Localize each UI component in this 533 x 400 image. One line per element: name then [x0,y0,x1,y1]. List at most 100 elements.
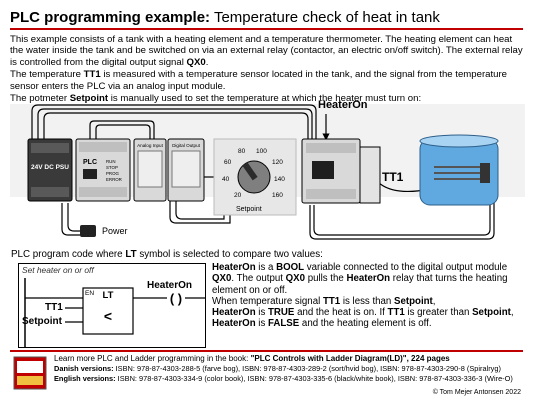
danish-label: Danish versions: [54,364,114,373]
desc-bool: BOOL [276,262,305,273]
intro-text: This example consists of a tank with a h… [10,34,524,105]
intro-p3-text: The potmeter [10,93,70,105]
desc-setpoint-b: Setpoint [472,307,511,319]
block-en-label: EN [85,290,94,297]
plc-status-prog: PROG [106,171,120,176]
dial-tick-140: 140 [274,176,285,183]
digital-output-module: Digital Output [167,138,205,202]
desc-setpoint: Setpoint [394,295,433,307]
intro-p2-end: is measured with a temperature sensor lo… [10,69,508,92]
digital-output-label: Digital Output [172,143,201,148]
desc-t5: relay that turns the heating element on … [212,273,508,296]
intro-p2-tt1: TT1 [83,69,101,81]
block-symbol: < [104,308,112,324]
plc-status-run: RUN [106,159,116,164]
footer-lead-text: Learn more PLC and Ladder programming in… [54,354,251,363]
ladder-network: Set heater on or off EN LT < ( ) TT1 Set… [18,263,206,348]
footer-book-title: "PLC Controls with Ladder Diagram(LD)", … [250,354,450,363]
desc-t13: is [255,318,268,330]
wiring-diagram: 24V DC PSU PLC RUN STOP PROG ERROR Analo… [10,99,525,240]
title-bold: PLC programming example: [10,9,211,26]
plc-module: PLC RUN STOP PROG ERROR [75,138,131,202]
plc-status-stop: STOP [106,165,118,170]
title-normal: Temperature check of heat in tank [210,9,440,26]
power-label: Power [102,226,128,236]
plc-status-error: ERROR [106,177,122,182]
desc-paragraph-1: HeaterOn is a BOOL variable connected to… [212,262,525,296]
intro-p3-end: is manually used to set the temperature … [108,93,422,105]
desc-t14: and the heating element is off. [299,318,432,330]
dial-tick-120: 120 [272,159,283,166]
desc-qx0-a: QX0 [212,273,232,285]
dial-tick-40: 40 [222,176,230,183]
power-plug: Power [80,225,128,237]
output-heateron: HeaterOn [147,280,193,291]
desc-t11: is greater than [404,307,473,319]
desc-t1: is a [255,262,277,273]
desc-t12: , [510,307,514,319]
desc-heateron: HeaterOn [212,262,256,273]
dial-tick-160: 160 [272,192,283,199]
intro-p1-qx0: QX0 [186,56,206,68]
dial-tick-60: 60 [224,159,232,166]
intro-p1-end: . [205,56,209,68]
desc-t9: is [255,307,268,319]
block-name: LT [103,290,114,301]
desc-t4: pulls the [305,273,347,285]
analog-input-module: Analog Input [133,138,167,202]
intro-paragraph-2: The temperature TT1 is measured with a t… [10,69,524,92]
desc-true: TRUE [268,307,295,319]
program-caption: PLC program code where LT symbol is sele… [11,249,323,260]
desc-t3: . The output [231,273,286,285]
heater-tank: TT1 [382,134,499,206]
program-description: HeaterOn is a BOOL variable connected to… [212,262,525,330]
desc-t7: is less than [340,295,395,307]
wires [31,104,495,240]
heateron-label: HeaterOn [318,99,368,111]
desc-paragraph-2: When temperature signal TT1 is less than… [212,296,525,330]
intro-p2-text: The temperature [10,69,84,81]
analog-input-label: Analog Input [137,143,164,148]
english-label: English versions: [54,374,116,383]
desc-heateron-c: HeaterOn [212,307,256,319]
intro-paragraph-3: The potmeter Setpoint is manually used t… [10,93,524,104]
desc-heateron-b: HeaterOn [346,273,391,285]
input-tt1: TT1 [45,302,63,313]
psu-label: 24V DC PSU [31,164,69,171]
setpoint-potmeter: 20 40 60 80 100 120 140 160 Setpoint [213,138,297,216]
input-setpoint: Setpoint [22,316,62,327]
page-title: PLC programming example: Temperature che… [10,8,523,30]
program-caption-lt: LT [125,249,137,260]
footer-danish: Danish versions: ISBN: 978-87-4303-288-5… [54,364,524,374]
footer-english: English versions: ISBN: 978-87-4303-334-… [54,374,524,384]
desc-false: FALSE [268,318,300,330]
footer-lead: Learn more PLC and Ladder programming in… [54,354,524,364]
desc-qx0-b: QX0 [285,273,305,285]
desc-heateron-d: HeaterOn [212,318,256,330]
program-caption-a: PLC program code where [11,249,126,260]
english-isbn: ISBN: 978-87-4303-334-9 (color book), IS… [115,374,513,383]
network-title: Set heater on or off [22,265,94,275]
dial-tick-100: 100 [256,148,267,155]
coil-symbol: ( ) [170,291,182,306]
desc-tt1-b: TT1 [387,307,405,319]
intro-paragraph-1: This example consists of a tank with a h… [10,34,524,68]
program-caption-c: symbol is selected to compare two values… [136,249,323,260]
desc-t2: variable connected to the digital output… [304,262,508,273]
intro-p3-setpoint: Setpoint [69,93,109,105]
desc-tt1: TT1 [322,295,341,307]
dial-tick-20: 20 [234,192,242,199]
danish-isbn: ISBN: 978-87-4303-288-5 (farve bog), ISB… [113,364,501,373]
copyright: © Tom Mejer Antonsen 2022 [432,389,521,396]
plc-label: PLC [83,159,97,166]
book-cover-icon [13,356,47,390]
footer-divider [10,350,523,352]
footer-book-info: Learn more PLC and Ladder programming in… [54,354,524,384]
heateron-relay: HeaterOn [301,99,381,204]
dial-tick-80: 80 [238,148,246,155]
psu-module: 24V DC PSU [27,138,73,202]
ladder-graphic: EN LT < ( ) [24,278,205,348]
tt1-label: TT1 [382,170,404,184]
setpoint-label: Setpoint [236,206,262,213]
intro-p1-text: This example consists of a tank with a h… [10,34,523,68]
